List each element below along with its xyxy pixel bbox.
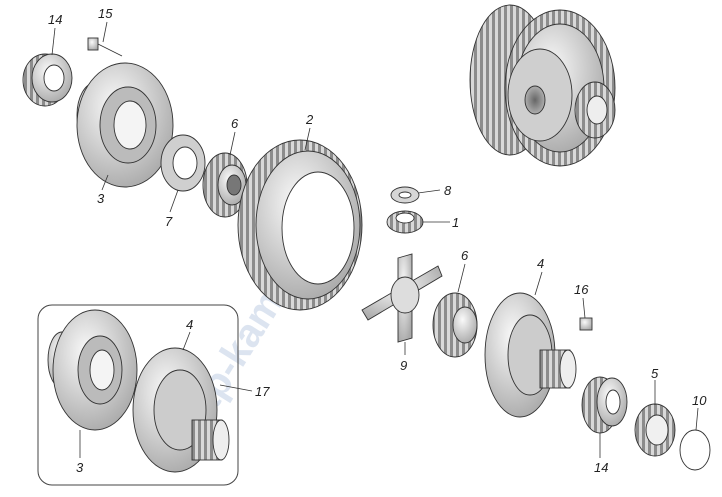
label-5: 5 [651, 366, 659, 381]
label-2: 2 [305, 112, 314, 127]
label-10: 10 [692, 393, 707, 408]
bearing-top [22, 53, 73, 107]
label-6-left: 6 [231, 116, 239, 131]
label-6-right: 6 [461, 248, 469, 263]
bolt [87, 37, 123, 57]
label-4-right: 4 [537, 256, 544, 271]
snap-ring [679, 429, 711, 471]
housing-half-top [76, 62, 174, 188]
side-gear-right [432, 292, 478, 358]
assembled-differential [469, 4, 616, 167]
label-16: 16 [574, 282, 589, 297]
thrust-washer [160, 134, 206, 192]
pinion-gear [386, 210, 424, 234]
ring-gear [237, 139, 363, 311]
side-gear-left [202, 152, 248, 218]
label-14-top: 14 [48, 12, 62, 27]
housing-half-right [484, 292, 577, 418]
part-labels: 14 15 3 7 6 2 8 1 6 4 16 9 4 17 3 5 10 1… [48, 6, 707, 475]
inset-box [37, 304, 239, 486]
label-8: 8 [444, 183, 452, 198]
label-7: 7 [165, 214, 173, 229]
label-17: 17 [255, 384, 270, 399]
label-3-box: 3 [76, 460, 84, 475]
label-4-box: 4 [186, 317, 193, 332]
label-1: 1 [452, 215, 459, 230]
pinion-washer [390, 186, 420, 204]
label-9: 9 [400, 358, 407, 373]
nut [579, 317, 593, 331]
label-3-top: 3 [97, 191, 105, 206]
differential-spider [361, 253, 443, 343]
splined-ring [634, 403, 676, 457]
leader-lines [51, 21, 699, 458]
bearing-bottom [581, 376, 628, 434]
label-15: 15 [98, 6, 113, 21]
label-14-bottom: 14 [594, 460, 608, 475]
